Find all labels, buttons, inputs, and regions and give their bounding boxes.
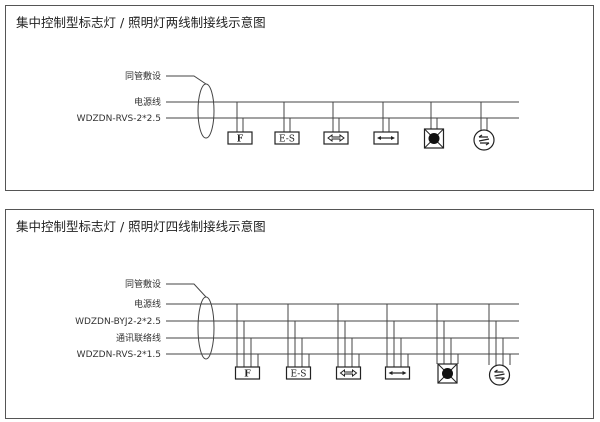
fire-exit-sign-icon: F xyxy=(227,131,253,145)
sign-text: E-S xyxy=(279,135,295,145)
bidirectional-evacuation-sign-icon xyxy=(335,366,362,380)
arrow-left-head xyxy=(388,371,393,375)
lamp-dot xyxy=(428,133,440,144)
arrow-right-head xyxy=(391,136,395,140)
diagram-title: 集中控制型标志灯 / 照明灯四线制接线示意图 xyxy=(16,219,266,234)
sign-box xyxy=(285,366,312,380)
sign-text: E-S xyxy=(291,370,307,380)
wire-label: WDZDN-RVS-2*2.5 xyxy=(77,114,161,124)
floor-direction-sign-icon xyxy=(473,129,495,151)
arrow-right-head xyxy=(402,371,407,375)
wire-label: 通讯联络线 xyxy=(116,332,161,344)
double-arrow-icon xyxy=(327,134,345,142)
exit-sign-icon: E-S xyxy=(274,131,300,145)
wire-label: 电源线 xyxy=(134,298,161,310)
bidirectional-arrow-sign-icon xyxy=(373,131,399,145)
two-wire-diagram-panel: 集中控制型标志灯 / 照明灯两线制接线示意图 同管敷设电源线 WDZDN-RVS-… xyxy=(5,5,594,191)
leader-line xyxy=(166,75,207,85)
arrow-left-head xyxy=(377,136,381,140)
emergency-light-icon xyxy=(423,128,445,149)
wire-label: WDZDN-RVS-2*1.5 xyxy=(77,350,161,360)
bundle-label: 同管敷设 xyxy=(125,70,161,82)
bundle-label: 同管敷设 xyxy=(125,278,161,290)
diagram-title: 集中控制型标志灯 / 照明灯两线制接线示意图 xyxy=(16,15,266,30)
wire-label: 电源线 xyxy=(134,96,161,108)
floor-direction-sign-icon xyxy=(488,364,511,386)
conduit-bundle-ellipse xyxy=(197,296,215,360)
lamp-dot xyxy=(442,368,453,379)
sign-box xyxy=(274,131,300,145)
sign-text: F xyxy=(237,135,244,145)
arrows-icon xyxy=(478,134,490,146)
arrows-icon xyxy=(494,369,505,381)
sign-box xyxy=(234,366,261,380)
sign-box xyxy=(227,131,253,145)
four-wire-diagram-panel: 集中控制型标志灯 / 照明灯四线制接线示意图 同管敷设电源线 WDZDN-BYJ2… xyxy=(5,209,594,419)
bidirectional-evacuation-sign-icon xyxy=(323,131,349,145)
exit-sign-icon: E-S xyxy=(285,366,312,380)
double-arrow-icon xyxy=(339,369,358,377)
emergency-light-icon xyxy=(437,363,458,384)
wire-label: WDZDN-BYJ2-2*2.5 xyxy=(75,317,161,327)
fire-exit-sign-icon: F xyxy=(234,366,261,380)
bidirectional-arrow-sign-icon xyxy=(384,366,411,380)
sign-text: F xyxy=(244,370,251,380)
leader-line xyxy=(166,283,207,298)
conduit-bundle-ellipse xyxy=(197,83,215,139)
